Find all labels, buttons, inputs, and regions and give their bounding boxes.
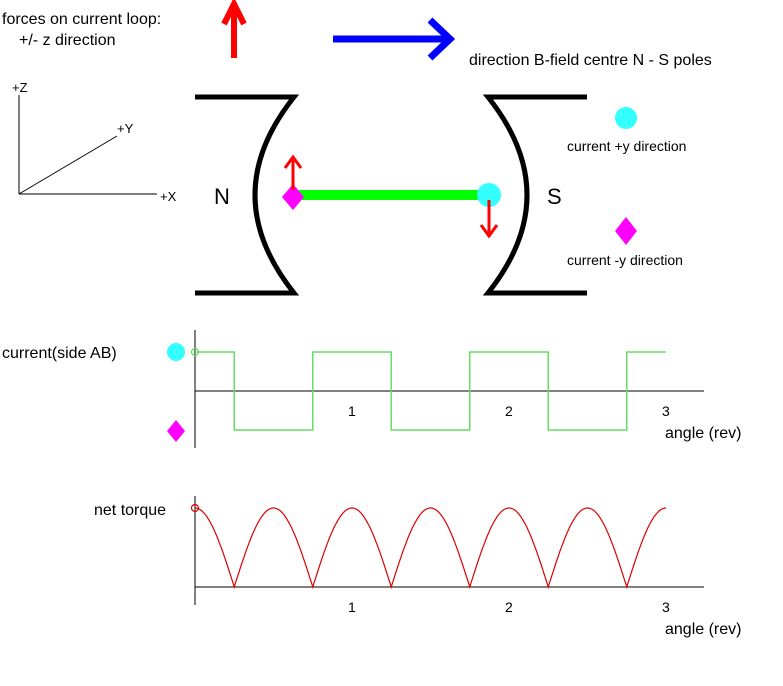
torque-chart-ylabel: net torque bbox=[94, 502, 166, 519]
current-series-line bbox=[195, 351, 666, 431]
torque-series-line bbox=[195, 507, 666, 590]
current-chart: current(side AB) 1 2 3 angle (rev) bbox=[2, 330, 741, 448]
forces-subtitle: +/- z direction bbox=[19, 32, 115, 49]
y-axis-label: +Y bbox=[117, 121, 134, 136]
b-field-label: direction B-field centre N - S poles bbox=[469, 52, 712, 69]
current-chart-tick-label: 2 bbox=[505, 403, 513, 419]
torque-chart-tick-label: 3 bbox=[662, 599, 670, 615]
current-minus-level-icon bbox=[167, 420, 185, 442]
current-start-point bbox=[190, 347, 200, 357]
z-axis-label: +Z bbox=[12, 80, 28, 95]
current-plus-y-marker-icon bbox=[477, 183, 501, 207]
south-pole-shape bbox=[482, 94, 587, 296]
torque-chart-tick-label: 2 bbox=[505, 599, 513, 615]
force-down-small-arrow-icon bbox=[479, 200, 499, 239]
force-up-small-arrow-icon bbox=[283, 154, 303, 190]
current-chart-tick-label: 3 bbox=[662, 403, 670, 419]
north-pole-label: N bbox=[214, 184, 230, 209]
legend-minus-y-label: current -y direction bbox=[567, 252, 683, 268]
legend-plus-y-label: current +y direction bbox=[567, 138, 686, 154]
axes-3d bbox=[18, 95, 157, 195]
loop-wire bbox=[293, 190, 490, 200]
torque-chart: net torque 1 2 3 angle (rev) bbox=[94, 496, 741, 638]
south-pole-label: S bbox=[547, 184, 562, 209]
torque-chart-xlabel: angle (rev) bbox=[665, 621, 741, 638]
current-chart-xlabel: angle (rev) bbox=[665, 425, 741, 442]
forces-title: forces on current loop: bbox=[2, 11, 161, 28]
current-chart-tick-label: 1 bbox=[348, 403, 356, 419]
force-up-arrow-icon bbox=[221, 0, 247, 58]
north-pole-shape bbox=[195, 94, 300, 296]
legend-plus-y-icon bbox=[615, 107, 637, 129]
b-field-arrow-icon bbox=[333, 17, 456, 61]
x-axis-label: +X bbox=[160, 189, 177, 204]
current-plus-level-icon bbox=[167, 343, 185, 361]
legend-minus-y-icon bbox=[615, 217, 637, 245]
torque-chart-tick-label: 1 bbox=[348, 599, 356, 615]
current-chart-ylabel: current(side AB) bbox=[2, 345, 117, 362]
y-axis-line bbox=[18, 135, 118, 195]
torque-start-point bbox=[190, 503, 200, 513]
current-minus-y-marker-icon bbox=[282, 184, 304, 210]
